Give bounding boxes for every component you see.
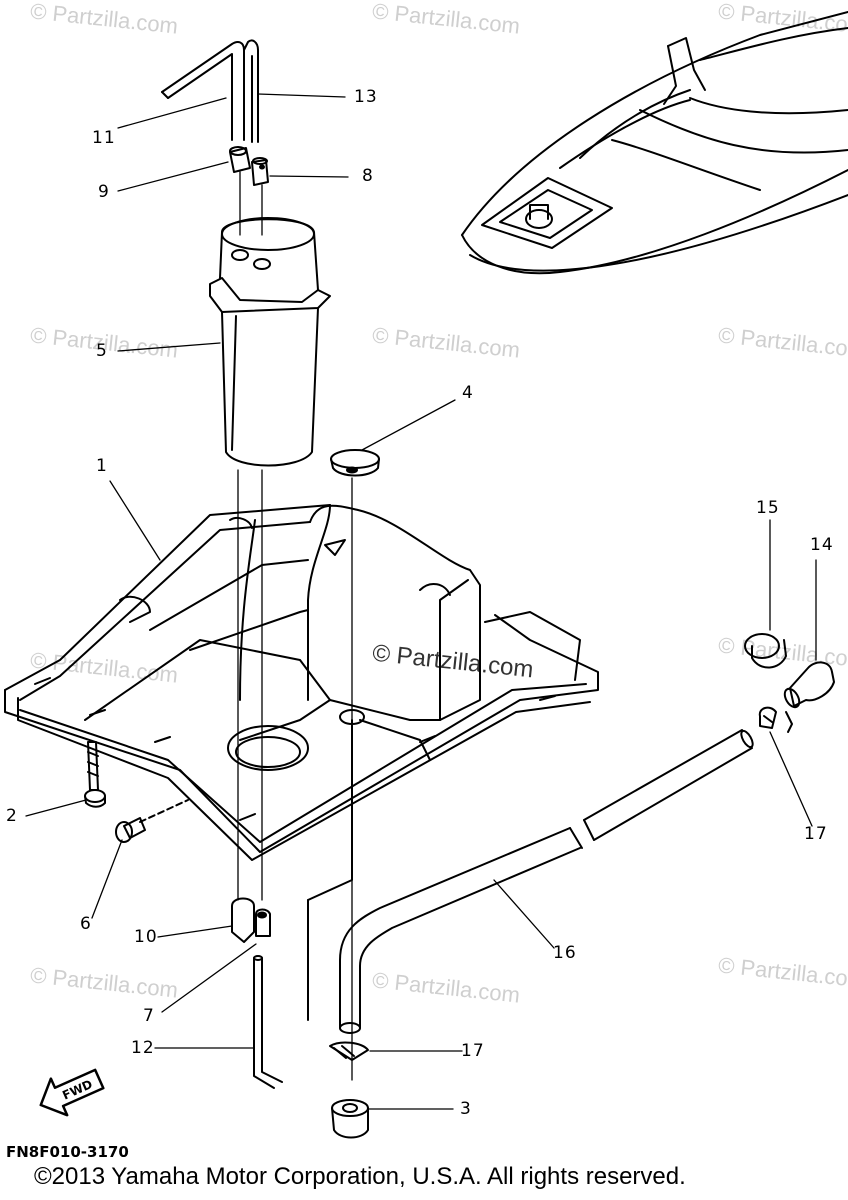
callout-14: 14 — [810, 535, 834, 555]
hose-12 — [253, 955, 283, 1089]
callout-2: 2 — [6, 806, 18, 826]
callout-7: 7 — [143, 1006, 155, 1026]
callout-4: 4 — [462, 383, 474, 403]
callout-9: 9 — [98, 182, 110, 202]
callout-6: 6 — [80, 914, 92, 934]
drain-fitting-7-10 — [231, 897, 271, 943]
callout-16: 16 — [553, 943, 577, 963]
callout-3: 3 — [460, 1099, 472, 1119]
callout-leader-lines — [25, 93, 817, 1110]
hose-16 — [339, 729, 754, 1034]
callout-11: 11 — [92, 128, 116, 148]
bulkhead-outline — [307, 719, 353, 1021]
callout-15: 15 — [756, 498, 780, 518]
callout-13: 13 — [354, 87, 378, 107]
callout-8: 8 — [362, 166, 374, 186]
callout-17: 17 — [461, 1041, 485, 1061]
callout-17: 17 — [804, 824, 828, 844]
callout-10: 10 — [134, 927, 158, 947]
hose-11-13 — [161, 39, 259, 143]
callout-1: 1 — [96, 456, 108, 476]
screws-2-6 — [84, 741, 189, 843]
grommet-4 — [330, 449, 380, 477]
fittings-14-15 — [744, 633, 835, 733]
filter-canister-5 — [209, 217, 331, 467]
forward-direction-arrow: FWD — [39, 1068, 105, 1117]
copyright-notice: ©2013 Yamaha Motor Corporation, U.S.A. A… — [34, 1163, 686, 1190]
plug-3 — [331, 1099, 369, 1139]
callout-12: 12 — [131, 1038, 155, 1058]
diagram-code: FN8F010-3170 — [6, 1143, 129, 1161]
clamps-17 — [329, 706, 777, 1061]
watercraft-hull-illustration — [461, 11, 848, 275]
mounting-tray-1 — [4, 504, 599, 861]
caps-8-9 — [229, 146, 269, 186]
callout-5: 5 — [96, 341, 108, 361]
